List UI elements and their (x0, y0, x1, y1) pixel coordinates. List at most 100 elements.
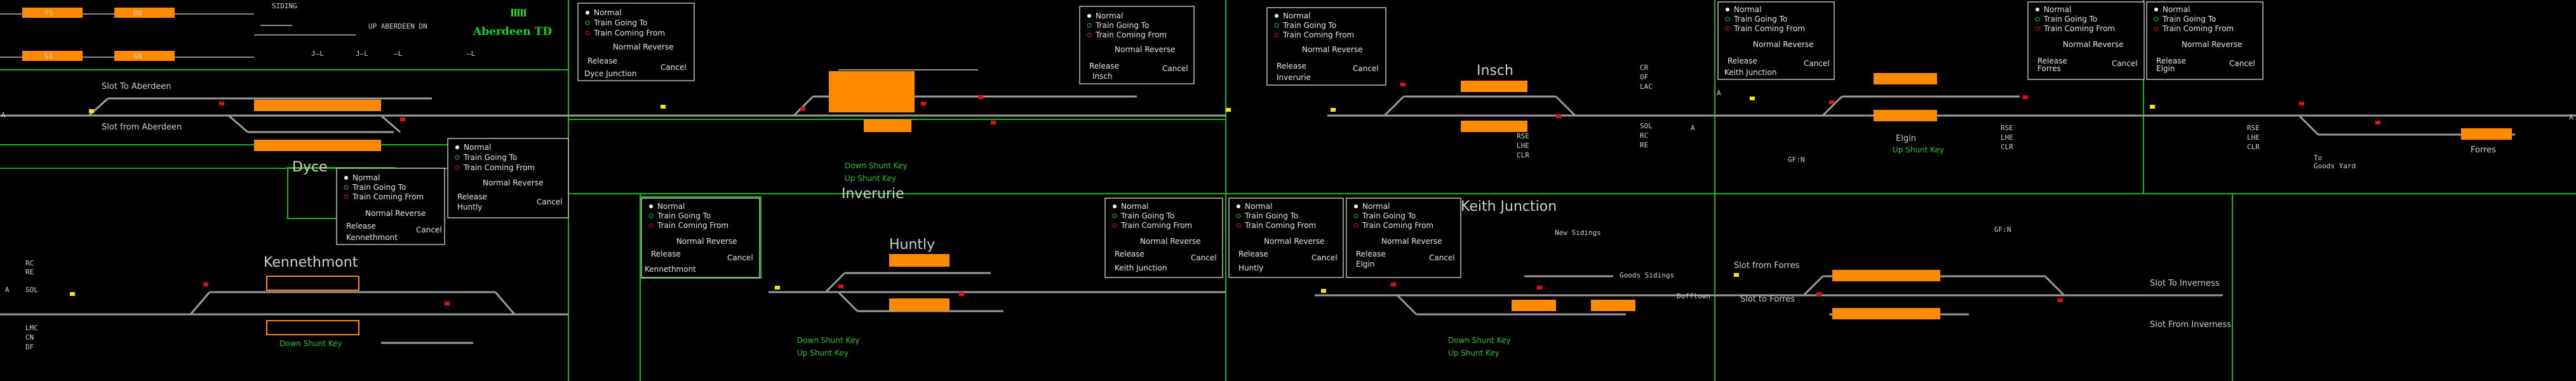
panel-train-coming-from[interactable]: Train Coming From (1282, 30, 1354, 39)
panel-train-going-to[interactable]: Train Going To (657, 211, 711, 220)
huntly-platform-up[interactable] (889, 254, 949, 267)
inverurie-down-shunt-key[interactable]: Down Shunt Key (845, 161, 908, 170)
panel-normal[interactable]: Normal (1734, 5, 1761, 14)
panel-normal[interactable]: Normal (1283, 11, 1310, 20)
dyce-platform-up[interactable] (254, 100, 381, 111)
panel-cancel[interactable]: Cancel (537, 197, 563, 206)
panel-train-going-to[interactable]: Train Going To (1733, 15, 1787, 23)
panel-normal[interactable]: Normal (2044, 5, 2071, 14)
panel-train-coming-from[interactable]: Train Coming From (1244, 221, 1316, 230)
panel-release[interactable]: Release (2037, 57, 2067, 65)
elgin-platform-up[interactable] (1874, 73, 1937, 84)
panel-train-coming-from[interactable]: Train Coming From (463, 163, 535, 172)
panel-cancel[interactable]: Cancel (661, 63, 687, 72)
elgin-platform-down[interactable] (1874, 110, 1937, 121)
panel-train-coming-from[interactable]: Train Coming From (657, 221, 728, 230)
keith-platform[interactable] (1512, 300, 1556, 311)
panel-release[interactable]: Release (457, 192, 487, 201)
panel-release[interactable]: Release (346, 222, 376, 231)
block-g1[interactable] (22, 51, 83, 61)
panel-release[interactable]: Release (1238, 250, 1268, 258)
keith-goods-platform[interactable] (1591, 300, 1635, 311)
panel-normal-reverse[interactable]: Normal Reverse (2063, 40, 2123, 49)
inverurie-platform-down[interactable] (864, 119, 911, 132)
inverurie-platform[interactable] (829, 71, 915, 112)
panel-train-coming-from[interactable]: Train Coming From (2043, 24, 2115, 33)
panel-cancel[interactable]: Cancel (416, 225, 442, 234)
kennethmont-down-shunt-key[interactable]: Down Shunt Key (279, 339, 342, 348)
panel-elgin[interactable]: Normal Train Going To Train Coming From … (2146, 1, 2264, 80)
block-ys[interactable] (22, 8, 83, 18)
panel-normal-reverse[interactable]: Normal Reverse (1140, 237, 1200, 246)
slot-to-forres[interactable]: Slot to Forres (1740, 295, 1795, 304)
panel-inverurie[interactable]: Normal Train Going To Train Coming From … (1266, 7, 1386, 86)
inverurie-up-shunt-key[interactable]: Up Shunt Key (845, 174, 896, 183)
panel-release[interactable]: Release (1727, 57, 1757, 65)
panel-keith-junction[interactable]: Normal Train Going To Train Coming From … (1717, 1, 1835, 80)
panel-train-going-to[interactable]: Train Going To (2162, 15, 2216, 23)
keith-down-shunt-key[interactable]: Down Shunt Key (1448, 336, 1511, 345)
panel-train-coming-from[interactable]: Train Coming From (1733, 24, 1805, 33)
panel-normal-reverse[interactable]: Normal Reverse (2182, 40, 2242, 49)
panel-insch[interactable]: Normal Train Going To Train Coming From … (1079, 6, 1195, 84)
panel-elgin-b[interactable]: Normal Train Going To Train Coming From … (1346, 197, 1461, 278)
panel-kennethmont[interactable]: Normal Train Going To Train Coming From … (336, 168, 445, 245)
panel-release[interactable]: Release (651, 250, 681, 258)
panel-normal-reverse[interactable]: Normal Reverse (1753, 40, 1813, 49)
slot-from-aberdeen[interactable]: Slot from Aberdeen (102, 123, 182, 132)
elgin-gf-label[interactable]: GF:N (1788, 156, 1805, 164)
panel-train-going-to[interactable]: Train Going To (1244, 211, 1298, 220)
panel-normal-reverse[interactable]: Normal Reverse (365, 209, 426, 218)
panel-normal[interactable]: Normal (1121, 202, 1148, 211)
panel-cancel[interactable]: Cancel (1804, 59, 1830, 68)
panel-train-coming-from[interactable]: Train Coming From (352, 192, 424, 201)
panel-normal[interactable]: Normal (657, 202, 685, 211)
keith-up-shunt-key[interactable]: Up Shunt Key (1448, 349, 1499, 358)
insch-platform-down[interactable] (1461, 121, 1527, 132)
panel-dyce-junction[interactable]: Normal Train Going To Train Coming From … (577, 3, 695, 81)
panel-normal[interactable]: Normal (464, 143, 491, 152)
panel-train-coming-from[interactable]: Train Coming From (593, 29, 665, 37)
kennethmont-platform-up[interactable] (266, 276, 359, 291)
kennethmont-platform-down[interactable] (266, 320, 359, 335)
panel-normal-reverse[interactable]: Normal Reverse (1381, 237, 1442, 246)
panel-normal-reverse[interactable]: Normal Reverse (1302, 45, 1362, 54)
huntly-up-shunt-key[interactable]: Up Shunt Key (797, 349, 849, 358)
panel-train-going-to[interactable]: Train Going To (1282, 21, 1336, 30)
panel-cancel[interactable]: Cancel (1191, 253, 1217, 262)
panel-cancel[interactable]: Cancel (1353, 64, 1379, 73)
panel-cancel[interactable]: Cancel (2112, 59, 2138, 68)
panel-train-coming-from[interactable]: Train Coming From (1362, 221, 1433, 230)
slot-from-inverness[interactable]: Slot From Inverness (2150, 320, 2231, 330)
gf-label-east[interactable]: GF:N (1994, 225, 2011, 234)
block-bq[interactable] (114, 8, 175, 18)
block-gn[interactable] (114, 51, 175, 61)
huntly-platform-down[interactable] (889, 298, 949, 311)
panel-release[interactable]: Release (1089, 62, 1119, 70)
panel-keith-junction-a[interactable]: Normal Train Going To Train Coming From … (641, 197, 760, 278)
nairn-platform-down[interactable] (1832, 308, 1940, 319)
panel-huntly-left[interactable]: Normal Train Going To Train Coming From … (447, 138, 569, 218)
panel-train-going-to[interactable]: Train Going To (593, 18, 647, 27)
insch-platform-up[interactable] (1461, 81, 1527, 92)
panel-normal-reverse[interactable]: Normal Reverse (1264, 237, 1324, 246)
elgin-up-shunt-key[interactable]: Up Shunt Key (1893, 145, 1944, 154)
panel-cancel[interactable]: Cancel (1429, 253, 1455, 262)
panel-train-going-to[interactable]: Train Going To (2043, 15, 2097, 23)
panel-release[interactable]: Release (1115, 250, 1144, 258)
slot-to-inverness[interactable]: Slot To Inverness (2150, 279, 2220, 288)
panel-normal-reverse[interactable]: Normal Reverse (1115, 45, 1175, 54)
panel-release[interactable]: Release (2156, 57, 2186, 65)
panel-release[interactable]: Release (1277, 62, 1306, 70)
dyce-platform-down[interactable] (254, 140, 381, 151)
panel-normal-reverse[interactable]: Normal Reverse (676, 237, 737, 246)
panel-release[interactable]: Release (587, 57, 617, 65)
nairn-platform-up[interactable] (1832, 270, 1940, 281)
panel-cancel[interactable]: Cancel (727, 253, 753, 262)
panel-train-coming-from[interactable]: Train Coming From (1095, 30, 1167, 39)
panel-train-going-to[interactable]: Train Going To (352, 183, 406, 192)
huntly-down-shunt-key[interactable]: Down Shunt Key (797, 336, 860, 345)
panel-normal-reverse[interactable]: Normal Reverse (613, 43, 673, 51)
panel-release[interactable]: Release (1356, 250, 1386, 258)
panel-normal[interactable]: Normal (1096, 11, 1123, 20)
